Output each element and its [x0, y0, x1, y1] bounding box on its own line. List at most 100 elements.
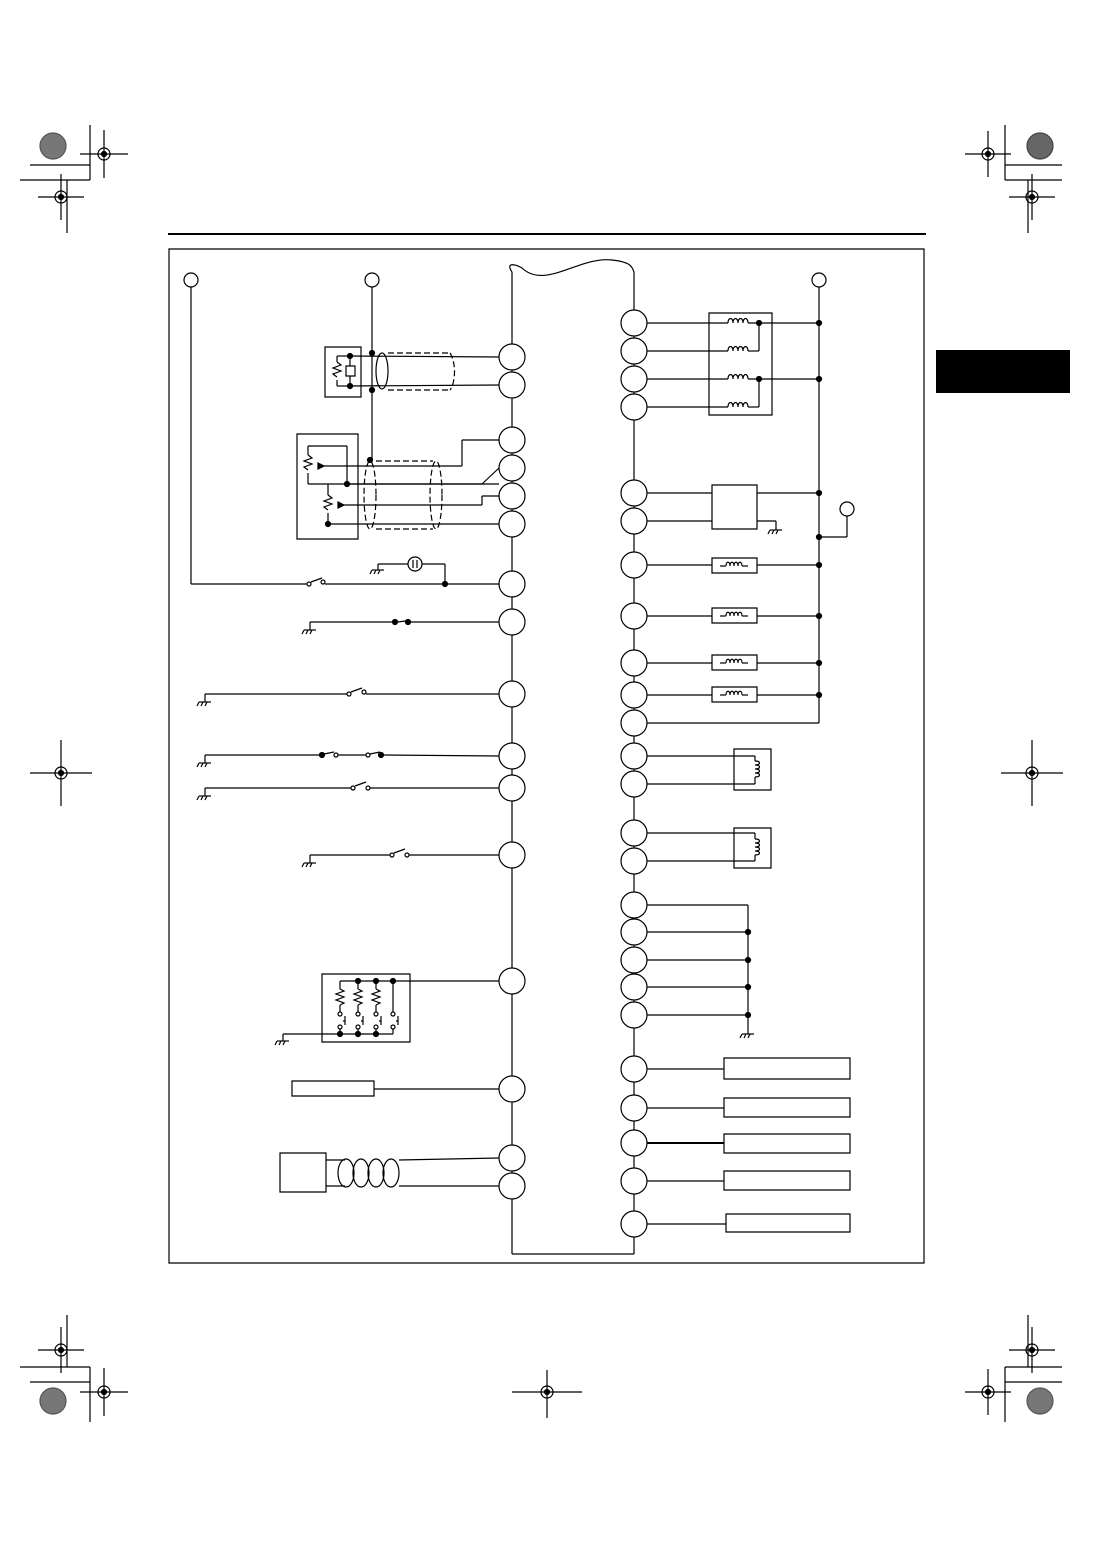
terminal — [621, 310, 647, 336]
terminal — [499, 1145, 525, 1171]
connector-point — [840, 502, 854, 516]
label-box — [724, 1134, 850, 1153]
power-bus — [647, 287, 847, 723]
solenoid-box — [734, 749, 771, 790]
relay-coil-circuits — [647, 558, 822, 702]
terminal — [621, 974, 647, 1000]
coil-icon — [755, 761, 760, 777]
terminal — [499, 511, 525, 537]
connector-point — [365, 273, 379, 287]
terminal — [499, 842, 525, 868]
module-break-line — [510, 260, 634, 276]
sensor-2-circuit — [297, 434, 499, 539]
terminal — [621, 743, 647, 769]
terminal — [499, 571, 525, 597]
switch-ladder-circuit — [275, 974, 499, 1045]
crosshair-icon — [1001, 740, 1063, 806]
twisted-pair-icon — [338, 1159, 354, 1187]
terminal — [499, 455, 525, 481]
solenoid-circuits — [647, 749, 771, 868]
shield-icon — [388, 353, 455, 390]
ground-icon — [302, 855, 316, 867]
twisted-pair-circuit — [280, 1153, 499, 1192]
connector-point — [812, 273, 826, 287]
terminal — [621, 947, 647, 973]
ground-icon — [370, 564, 384, 574]
coil-icon — [726, 691, 742, 695]
terminal — [621, 771, 647, 797]
terminal — [621, 650, 647, 676]
ignition-feed-circuit — [191, 287, 499, 587]
coil-icon — [728, 403, 748, 408]
label-box — [724, 1058, 850, 1079]
crosshair-icon — [965, 1369, 1011, 1415]
switch-circuit-694 — [197, 688, 499, 706]
terminal — [621, 338, 647, 364]
label-box — [292, 1081, 374, 1096]
resistor-icon — [336, 989, 344, 1005]
shield-icon — [364, 461, 376, 529]
terminal — [499, 681, 525, 707]
switch-circuit-788 — [197, 782, 499, 800]
ground-icon — [197, 755, 211, 767]
terminal — [499, 372, 525, 398]
sensor-2-box — [297, 434, 358, 539]
signal-input-circuit — [292, 1081, 499, 1096]
sensor-1-box — [325, 347, 361, 397]
module-box — [712, 485, 757, 529]
registration-disc-icon — [1027, 133, 1053, 159]
ground-bus — [647, 905, 754, 1038]
terminal — [499, 743, 525, 769]
terminal — [499, 1173, 525, 1199]
terminal — [621, 603, 647, 629]
terminal — [621, 892, 647, 918]
solenoid-box — [734, 828, 771, 868]
coil-icon — [728, 375, 748, 380]
crosshair-icon — [80, 130, 128, 178]
terminal — [621, 820, 647, 846]
connector-point — [184, 273, 198, 287]
crosshair-icon — [80, 1368, 128, 1416]
switch-ladder-box — [322, 974, 410, 1042]
element-icon — [346, 366, 355, 376]
coil-icon — [728, 319, 748, 324]
terminal — [621, 508, 647, 534]
terminal — [621, 1211, 647, 1237]
registration-disc-icon — [40, 133, 66, 159]
module-box — [280, 1153, 326, 1192]
terminal — [621, 480, 647, 506]
terminal — [499, 968, 525, 994]
terminal — [621, 1056, 647, 1082]
crosshair-icon — [38, 1327, 84, 1373]
label-box — [724, 1098, 850, 1117]
crosshair-icon — [30, 740, 92, 806]
output-circuits — [647, 1058, 850, 1232]
sensor-1-circuit — [325, 287, 499, 460]
terminal — [499, 609, 525, 635]
right-terminals — [621, 310, 647, 1237]
ground-icon — [740, 1034, 754, 1038]
terminal — [499, 483, 525, 509]
terminal — [621, 682, 647, 708]
resistor-icon — [324, 495, 332, 510]
terminal — [499, 344, 525, 370]
crosshair-icon — [512, 1370, 582, 1418]
coil-icon — [755, 839, 760, 855]
ground-icon — [197, 788, 211, 800]
coil-icon — [728, 347, 748, 352]
terminal — [621, 394, 647, 420]
switch-circuit-622 — [302, 620, 499, 635]
terminal — [621, 1002, 647, 1028]
switch-circuit-756 — [197, 752, 499, 767]
ground-icon — [768, 530, 782, 534]
terminal — [621, 366, 647, 392]
coil-icon — [726, 562, 742, 566]
label-box — [726, 1214, 850, 1232]
ground-icon — [275, 1034, 289, 1045]
resistor-icon — [354, 989, 362, 1005]
terminal — [621, 552, 647, 578]
coil-icon — [726, 659, 742, 663]
twisted-pair-icon — [376, 353, 388, 389]
terminal — [621, 1130, 647, 1156]
